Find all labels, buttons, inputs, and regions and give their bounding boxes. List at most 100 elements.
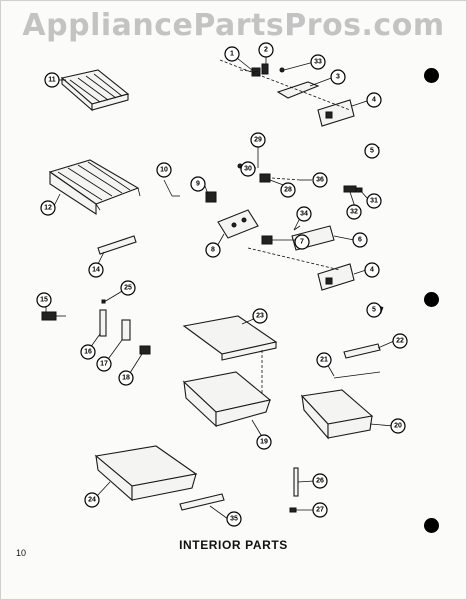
callout-label: 18 (122, 375, 130, 382)
callout-circle (312, 502, 328, 518)
callout-c19: 19 (256, 434, 272, 450)
callout-circle (330, 69, 346, 85)
callout-label: 36 (316, 177, 324, 184)
callout-circle (296, 206, 312, 222)
callout-label: 4 (372, 97, 376, 104)
callout-label: 15 (40, 297, 48, 304)
callout-label: 2 (264, 47, 268, 54)
parts-drawings (41, 59, 384, 513)
callout-c16: 16 (80, 344, 96, 360)
callout-c34: 34 (296, 206, 312, 222)
callout-circle (80, 344, 96, 360)
callout-circle (84, 492, 100, 508)
callout-c10: 10 (156, 162, 172, 178)
middle-bracket-assembly (237, 150, 301, 183)
callout-c29: 29 (250, 132, 266, 148)
callout-c12: 12 (40, 200, 56, 216)
callout-c5b: 5 (366, 302, 382, 318)
crisper-support-parts (41, 299, 151, 355)
callout-circle (118, 370, 134, 386)
callout-label: 12 (44, 205, 52, 212)
callout-c31: 31 (366, 193, 382, 209)
callout-label: 24 (88, 497, 96, 504)
callout-circle (346, 204, 362, 220)
callout-circle (250, 132, 266, 148)
callout-c23: 23 (252, 308, 268, 324)
callout-label: 3 (336, 74, 340, 81)
callout-label: 8 (211, 247, 215, 254)
callout-c1: 1 (224, 46, 240, 62)
callout-c20: 20 (390, 418, 406, 434)
callout-circle (352, 232, 368, 248)
callout-c8: 8 (205, 242, 221, 258)
watermark-text: AppliancePartsPros.com (22, 8, 445, 43)
diagram-caption: INTERIOR PARTS (179, 538, 288, 552)
callout-circle (280, 182, 296, 198)
callout-label: 21 (320, 357, 328, 364)
callout-label: 5 (372, 307, 376, 314)
callout-c18: 18 (118, 370, 134, 386)
callout-label: 14 (92, 267, 100, 274)
page-number: 10 (16, 548, 27, 558)
callout-label: 5 (370, 148, 374, 155)
callout-label: 32 (350, 209, 358, 216)
callout-label: 11 (48, 77, 56, 84)
callout-label: 31 (370, 198, 378, 205)
callout-c26: 26 (312, 473, 328, 489)
callout-c3: 3 (330, 69, 346, 85)
callout-c24: 24 (84, 492, 100, 508)
binder-hole-middle (424, 292, 439, 307)
callout-circle (312, 473, 328, 489)
callout-circle (364, 143, 380, 159)
top-hinge-assembly (251, 63, 355, 127)
callout-label: 1 (230, 51, 234, 58)
ice-tray-part (60, 69, 130, 112)
callout-c6: 6 (352, 232, 368, 248)
callout-label: 34 (300, 211, 308, 218)
trim-strip-part (97, 235, 137, 255)
callout-c11: 11 (44, 72, 60, 88)
bottom-trim-part (179, 493, 225, 511)
callout-circle (240, 161, 256, 177)
callout-c30: 30 (240, 161, 256, 177)
callout-label: 9 (196, 181, 200, 188)
callout-c2: 2 (258, 42, 274, 58)
callout-label: 16 (84, 349, 92, 356)
callout-c5a: 5 (364, 143, 380, 159)
callout-circle (205, 242, 221, 258)
callout-c25: 25 (120, 280, 136, 296)
callout-circle (96, 356, 112, 372)
callout-label: 27 (316, 507, 324, 514)
callout-circle (390, 418, 406, 434)
callout-circle (312, 172, 328, 188)
callout-circle (120, 280, 136, 296)
callout-circle (366, 92, 382, 108)
callout-c33: 33 (310, 54, 326, 70)
callout-circle (226, 511, 242, 527)
callout-circle (44, 72, 60, 88)
hinge-plate-part (217, 209, 259, 239)
callout-circle (392, 333, 408, 349)
callout-c35: 35 (226, 511, 242, 527)
callout-label: 17 (100, 361, 108, 368)
callout-circle (364, 262, 380, 278)
callout-c32: 32 (346, 204, 362, 220)
callout-label: 28 (284, 187, 292, 194)
bottom-pan-part (94, 445, 198, 502)
callout-circle (294, 234, 310, 250)
pan-trim-parts (333, 343, 381, 379)
meat-pan-part (300, 389, 374, 440)
callout-label: 7 (300, 239, 304, 246)
callout-c36: 36 (312, 172, 328, 188)
callout-label: 25 (124, 285, 132, 292)
callout-circle (256, 434, 272, 450)
callout-circle (366, 302, 382, 318)
callout-c27: 27 (312, 502, 328, 518)
callout-label: 33 (314, 59, 322, 66)
callout-circle (156, 162, 172, 178)
callout-circle (224, 46, 240, 62)
callout-c28: 28 (280, 182, 296, 198)
callout-label: 20 (394, 423, 402, 430)
